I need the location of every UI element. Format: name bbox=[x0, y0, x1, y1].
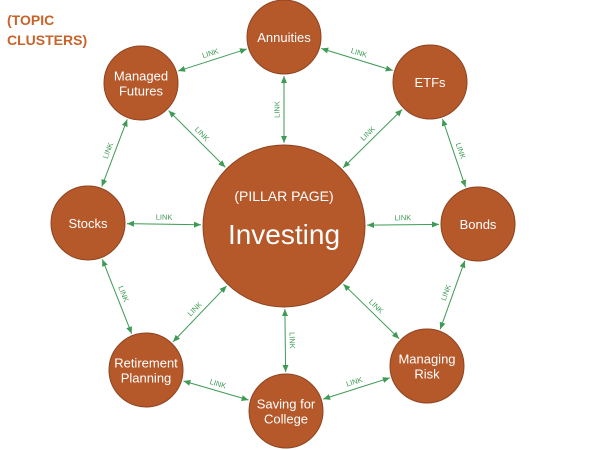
edge-saving-for-college-retirement-planning: LINK bbox=[183, 377, 249, 401]
pillar-node[interactable]: (PILLAR PAGE) Investing bbox=[202, 144, 366, 308]
edge-managed-futures-annuities: LINK bbox=[177, 47, 248, 72]
edge-pillar-etfs: LINK bbox=[342, 109, 403, 169]
diagram-title: (TOPIC CLUSTERS) bbox=[7, 12, 87, 48]
title-line-2: CLUSTERS) bbox=[7, 32, 87, 48]
link-label: LINK bbox=[156, 213, 173, 222]
topic-circle bbox=[440, 186, 516, 262]
link-label: LINK bbox=[395, 213, 412, 222]
topic-label: Futures bbox=[119, 84, 164, 99]
topic-label: Managing bbox=[398, 352, 455, 367]
edge-bonds-managing-risk: LINK bbox=[439, 260, 466, 330]
edge-pillar-annuities: LINK bbox=[273, 76, 287, 143]
topic-circle bbox=[103, 45, 179, 121]
edge-arrow bbox=[342, 283, 400, 340]
topic-label: ETFs bbox=[414, 75, 446, 90]
link-label: LINK bbox=[350, 46, 369, 60]
edge-pillar-managing-risk: LINK bbox=[342, 283, 400, 340]
edge-arrow bbox=[281, 308, 289, 373]
link-label: LINK bbox=[288, 332, 297, 349]
topic-label: Managed bbox=[114, 69, 168, 84]
topic-circle bbox=[392, 44, 468, 120]
link-label: LINK bbox=[209, 377, 228, 390]
topic-label: Bonds bbox=[460, 217, 497, 232]
edge-etfs-bonds: LINK bbox=[441, 118, 468, 188]
edge-managing-risk-saving-for-college: LINK bbox=[323, 375, 390, 400]
topic-circle bbox=[50, 185, 126, 261]
edge-pillar-saving-for-college: LINK bbox=[281, 308, 297, 373]
pillar-circle bbox=[202, 144, 366, 308]
topic-label: Stocks bbox=[68, 216, 108, 231]
edge-arrow bbox=[101, 119, 128, 187]
edge-arrow bbox=[439, 260, 466, 330]
edge-arrow bbox=[323, 377, 390, 400]
topic-node-stocks[interactable]: Stocks bbox=[50, 185, 126, 261]
pillar-title: Investing bbox=[228, 219, 340, 250]
topic-node-etfs[interactable]: ETFs bbox=[392, 44, 468, 120]
link-label: LINK bbox=[193, 125, 211, 143]
title-line-1: (TOPIC bbox=[7, 12, 54, 28]
edge-arrow bbox=[172, 285, 227, 343]
edge-pillar-retirement-planning: LINK bbox=[172, 285, 227, 343]
edge-arrow bbox=[342, 109, 403, 169]
edge-arrow bbox=[183, 380, 249, 401]
topic-label: Annuities bbox=[257, 30, 311, 45]
edges-layer: LINK LINK LINK LINK LINK LINK LINK LINK LINK LINK… bbox=[101, 46, 468, 401]
link-label: LINK bbox=[186, 300, 204, 318]
topic-label: Planning bbox=[121, 371, 172, 386]
link-label: LINK bbox=[367, 297, 385, 315]
topic-node-annuities[interactable]: Annuities bbox=[246, 0, 322, 75]
edge-arrow bbox=[177, 48, 248, 72]
topic-label: Saving for bbox=[257, 397, 316, 412]
edge-arrow bbox=[366, 221, 440, 229]
topic-circle bbox=[389, 328, 465, 404]
link-label: LINK bbox=[359, 124, 377, 142]
topic-label: Risk bbox=[414, 367, 440, 382]
link-label: LINK bbox=[273, 101, 282, 118]
edge-pillar-stocks: LINK bbox=[126, 213, 202, 228]
edge-arrow bbox=[168, 110, 226, 168]
topic-circle bbox=[246, 0, 322, 75]
edge-pillar-bonds: LINK bbox=[366, 213, 440, 229]
edge-arrow bbox=[441, 118, 467, 188]
nodes-layer: (PILLAR PAGE) Investing AnnuitiesETFsBonds… bbox=[50, 0, 516, 449]
edge-stocks-managed-futures: LINK bbox=[101, 119, 128, 187]
topic-circle bbox=[248, 373, 324, 449]
edge-annuities-etfs: LINK bbox=[321, 46, 393, 72]
topic-circle bbox=[108, 332, 184, 408]
topic-label: Retirement bbox=[114, 356, 178, 371]
topic-label: College bbox=[264, 412, 308, 427]
edge-retirement-planning-stocks: LINK bbox=[101, 259, 133, 334]
edge-arrow bbox=[101, 259, 133, 334]
topic-node-bonds[interactable]: Bonds bbox=[440, 186, 516, 262]
edge-arrow bbox=[126, 220, 202, 228]
edge-arrow bbox=[321, 47, 393, 72]
edge-pillar-managed-futures: LINK bbox=[168, 110, 226, 168]
pillar-subtitle: (PILLAR PAGE) bbox=[234, 188, 333, 204]
